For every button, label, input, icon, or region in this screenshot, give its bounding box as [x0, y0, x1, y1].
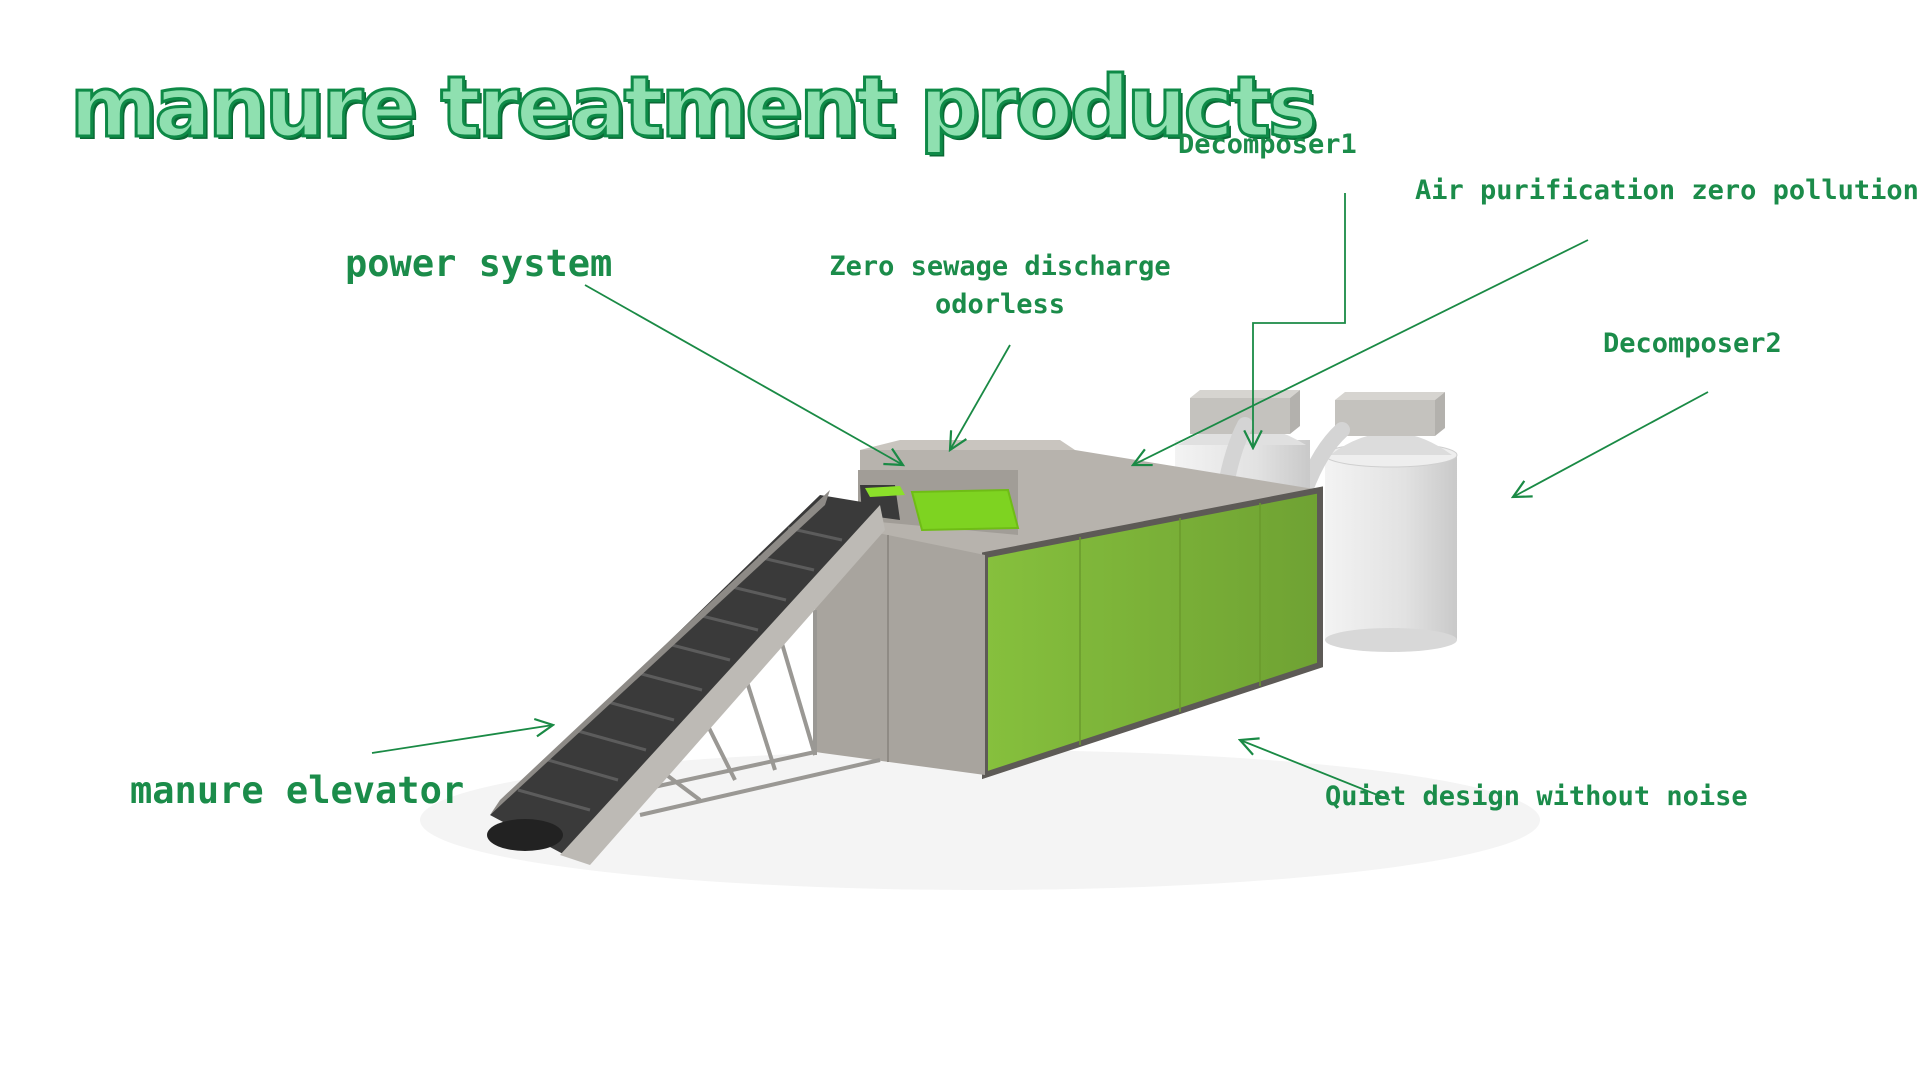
- page-title: manure treatment products: [69, 57, 1320, 158]
- main-container: [815, 440, 1323, 780]
- label-zero-sewage: Zero sewage discharge odorless: [820, 248, 1180, 324]
- annotation-lines: [371, 193, 1709, 801]
- label-quiet-design: Quiet design without noise: [1325, 781, 1748, 812]
- quiet-design-arrow: [1240, 740, 1391, 801]
- ground-shadow: [420, 750, 1540, 890]
- decomposer2-arrow: [1513, 391, 1709, 497]
- label-power-system: power system: [345, 242, 613, 285]
- power-system-arrow: [584, 284, 903, 465]
- label-air-purification: Air purification zero pollution: [1415, 175, 1919, 206]
- label-decomposer1: Decomposer1: [1178, 129, 1357, 160]
- manure-elevator-arrow: [371, 725, 553, 754]
- manure-elevator-conveyor: [487, 490, 885, 865]
- decomposer1-arrow: [1253, 193, 1346, 448]
- label-manure-elevator: manure elevator: [130, 769, 465, 812]
- air-purification-arrow: [1133, 239, 1589, 465]
- decomposer2-tank: [1297, 392, 1458, 652]
- zero-sewage-arrow: [950, 344, 1011, 450]
- label-zero-sewage-line1: Zero sewage discharge: [829, 251, 1171, 282]
- label-zero-sewage-line2: odorless: [934, 288, 1066, 320]
- label-decomposer2: Decomposer2: [1603, 328, 1782, 359]
